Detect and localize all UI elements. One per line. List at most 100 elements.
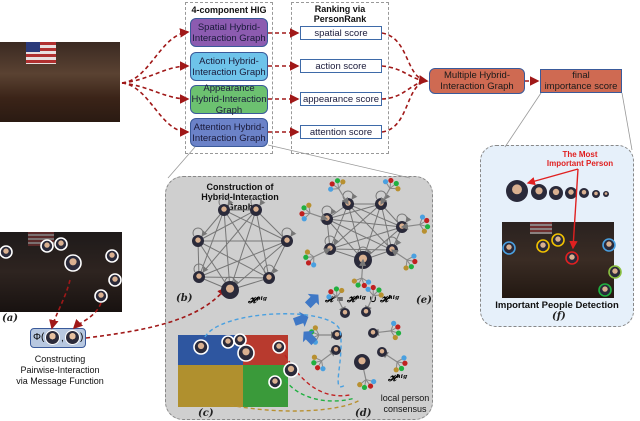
attention-hig-label: Attention Hybrid-Interaction Graph xyxy=(192,121,266,144)
construction-title-line2: Hybrid-Interaction Graph xyxy=(201,192,279,212)
spatial-hig-box[interactable]: Spatial Hybrid-Interaction Graph xyxy=(190,18,268,47)
pairwise-caption: Constructing Pairwise-Interaction via Me… xyxy=(0,354,120,387)
graph-e-edge xyxy=(347,203,403,228)
graph-b-node-skin xyxy=(253,206,259,212)
pairwise-source-face-skin xyxy=(58,240,64,246)
appearance-score-box[interactable]: appearance score xyxy=(300,92,382,106)
pairwise-caption-line3: via Message Function xyxy=(16,376,104,386)
merge-arrow-appearance xyxy=(381,80,428,100)
graph-b-edge xyxy=(197,240,200,278)
graph-d-hyperedge-feature-dot xyxy=(357,382,363,388)
graph-d-hyperedge-feature-dot xyxy=(311,360,317,366)
graph-b-edge xyxy=(198,240,288,278)
zoom-line-left xyxy=(167,146,196,179)
graph-e-hyperedge-arrow xyxy=(358,258,367,278)
pairwise-caption-line1: Constructing xyxy=(34,354,86,364)
graph-d-hyperedge-feature-dot xyxy=(402,360,408,366)
graph-b-node-skin xyxy=(196,273,202,279)
graph-e-edge xyxy=(380,203,393,251)
attention-score-box[interactable]: attention score xyxy=(300,125,382,139)
graph-d-hyperedge-feature-dot xyxy=(376,287,382,293)
quadrant-face-skin xyxy=(225,338,231,344)
graph-b-self-loop xyxy=(263,264,279,274)
spatial-hig-label: Spatial Hybrid-Interaction Graph xyxy=(192,21,266,44)
graph-b-node-skin xyxy=(221,206,227,212)
graph-e-hyperedge-feature-dot xyxy=(382,179,389,185)
quadrant-yellow xyxy=(178,365,243,407)
graph-e-self-loop xyxy=(386,236,402,246)
graph-b-edge xyxy=(197,209,257,242)
local-consensus-line2: consensus xyxy=(383,404,427,414)
close-paren: ) xyxy=(80,332,84,343)
graph-e-hyperedge-feature-dot xyxy=(361,282,367,289)
action-score-box[interactable]: action score xyxy=(300,59,382,73)
graph-e-hyperedge-feature-dot xyxy=(388,177,394,184)
quadrant-face-skin xyxy=(287,365,295,373)
quadrant-face-skin xyxy=(237,336,243,342)
graph-e-hyperedge-feature-dot xyxy=(351,278,357,284)
graph-e-edge xyxy=(329,248,393,251)
local-consensus-line1: local person xyxy=(380,393,430,403)
graph-d-hyperedge-feature-dot xyxy=(361,384,368,391)
graph-d-hyperedge-feature-dot xyxy=(312,325,318,331)
graph-e-hyperedge-feature-dot xyxy=(408,264,414,270)
graph-e-edge xyxy=(347,203,393,251)
graph-b-self-loop xyxy=(218,196,234,206)
graph-e-edge xyxy=(326,203,382,220)
label-f: (f) xyxy=(552,311,566,322)
detected-person-skin xyxy=(569,254,575,260)
graph-b-edge xyxy=(229,240,288,291)
spatial-score-label: spatial score xyxy=(314,27,368,39)
action-hig-label: Action Hybrid-Interaction Graph xyxy=(192,55,266,78)
graph-e-self-loop xyxy=(375,190,391,200)
graph-b-node-skin xyxy=(266,274,272,280)
graph-e-hyperedge-arrow xyxy=(380,188,391,206)
input-photo xyxy=(0,42,120,122)
graph-e-hyperedge-feature-dot xyxy=(424,217,430,224)
graph-d-hyperedge-feature-dot xyxy=(395,330,402,336)
arrow-face1-to-phi xyxy=(49,279,71,330)
detected-person-skin xyxy=(606,241,612,247)
quadrant-link-curve xyxy=(204,313,346,388)
graph-d-hyperedge-feature-dot xyxy=(395,324,401,330)
zoom-line-right xyxy=(267,144,411,179)
merge-arrow-spatial xyxy=(381,32,429,85)
quadrant-face-skin xyxy=(272,378,278,384)
graph-d-node-skin xyxy=(363,309,369,314)
graph-e-edge xyxy=(347,203,364,261)
graph-e-hyperedge-feature-dot xyxy=(301,216,307,222)
graph-d-hyperedge-feature-dot xyxy=(328,289,334,295)
graph-d-node-skin xyxy=(333,347,339,352)
pair-face-2 xyxy=(65,330,80,345)
ranked-face-skin xyxy=(581,190,587,195)
graph-e-edge xyxy=(326,218,393,251)
multiple-hig-box[interactable]: Multiple Hybrid-Interaction Graph xyxy=(429,68,525,94)
hig-panel xyxy=(185,2,273,154)
action-hig-box[interactable]: Action Hybrid-Interaction Graph xyxy=(190,52,268,81)
zoom-line-final-right xyxy=(621,92,633,151)
attention-hig-box[interactable]: Attention Hybrid-Interaction Graph xyxy=(190,118,268,147)
flag-decoration xyxy=(530,222,552,234)
construction-panel-title: Construction of Hybrid-Interaction Graph xyxy=(190,182,290,212)
multiple-hig-line2: Interaction Graph xyxy=(440,81,514,92)
phi-symbol: Φ( xyxy=(33,332,45,343)
final-score-line1: final xyxy=(572,70,590,81)
detection-caption: Important People Detection xyxy=(480,300,634,312)
spatial-score-box[interactable]: spatial score xyxy=(300,26,382,40)
graph-d-hyperedge-feature-dot xyxy=(320,366,326,372)
graph-e-hyperedge-feature-dot xyxy=(305,260,312,266)
graph-d-hyperedge-feature-dot xyxy=(401,355,407,361)
graph-b-node-skin xyxy=(195,237,201,243)
pair-face-1 xyxy=(45,330,60,345)
appearance-hig-box[interactable]: Appearance Hybrid-Interaction Graph xyxy=(190,83,268,116)
ranking-title-line2: PersonRank xyxy=(313,14,367,24)
hig-panel-title: 4-component HIG xyxy=(191,5,267,15)
graph-e-hyperedge-feature-dot xyxy=(412,258,418,265)
label-e: (e) xyxy=(416,295,432,306)
graph-e-hyperedge-feature-dot xyxy=(340,179,346,185)
graph-e-hyperedge-feature-dot xyxy=(424,224,431,230)
graph-b-edge xyxy=(255,209,270,279)
quadrant-face-skin xyxy=(276,343,282,349)
graph-b-edge xyxy=(255,209,288,242)
